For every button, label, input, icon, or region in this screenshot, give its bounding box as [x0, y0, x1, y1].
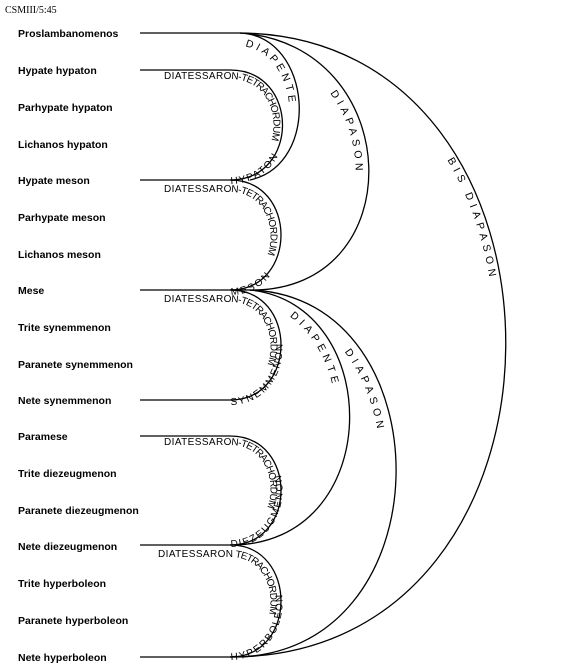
- interval-arcs: [229, 32, 507, 658]
- tetrachord-labels: DIATESSARON-TETRACHORDUM HYPATON DIATESS…: [158, 71, 285, 663]
- string-label: Paranete synemmenon: [18, 359, 133, 371]
- string-label: Trite diezeugmenon: [18, 468, 117, 480]
- diapason-lower-label: DIAPASON: [342, 347, 387, 435]
- interval-labels: DIAPENTE DIAPASON BIS DIAPASON DIAPENTE …: [244, 38, 499, 435]
- tetrachord-inner-label: HYPERBOLEON: [230, 594, 285, 663]
- string-label: Hypate meson: [18, 175, 90, 187]
- string-labels: Proslambanomenos Hypate hypaton Parhypat…: [18, 28, 139, 664]
- string-label: Hypate hypaton: [18, 65, 97, 77]
- string-label: Nete synemmenon: [18, 395, 111, 407]
- tetrachord-curves: [229, 69, 284, 658]
- string-label: Mese: [18, 285, 44, 297]
- diapason-upper-label: DIAPASON: [328, 88, 365, 176]
- tetrachord-outer-label: DIATESSARON-TETRACHORDUM: [164, 184, 279, 257]
- string-label: Trite synemmenon: [18, 322, 111, 334]
- string-label: Trite hyperboleon: [18, 578, 106, 590]
- string-label: Nete hyperboleon: [18, 652, 107, 664]
- string-label: Lichanos meson: [18, 249, 101, 261]
- string-label: Paranete diezeugmenon: [18, 505, 139, 517]
- string-label: Nete diezeugmenon: [18, 541, 117, 553]
- string-label: Proslambanomenos: [18, 28, 119, 40]
- string-label: Lichanos hypaton: [18, 139, 108, 151]
- string-label: Paramese: [18, 431, 68, 443]
- string-label: Parhypate meson: [18, 212, 106, 224]
- tetrachord-inner-label: SYNEMMENON: [230, 344, 285, 409]
- string-lines: [140, 32, 250, 658]
- tetrachord-inner-label: DIEZEUGMENON: [230, 474, 285, 550]
- source-label: CSMIII/5:45: [5, 5, 57, 16]
- bis-diapason-label: BIS DIAPASON: [445, 155, 499, 282]
- string-label: Paranete hyperboleon: [18, 615, 128, 627]
- tetrachord-outer-label: DIATESSARON-TETRACHORDUM: [164, 294, 279, 367]
- tetrachord-outer-label: DIATESSARON-TETRACHORDUM: [164, 437, 279, 510]
- tetrachord-outer-label: DIATESSARON TETRACHORDUM: [158, 549, 279, 616]
- string-label: Parhypate hypaton: [18, 102, 113, 114]
